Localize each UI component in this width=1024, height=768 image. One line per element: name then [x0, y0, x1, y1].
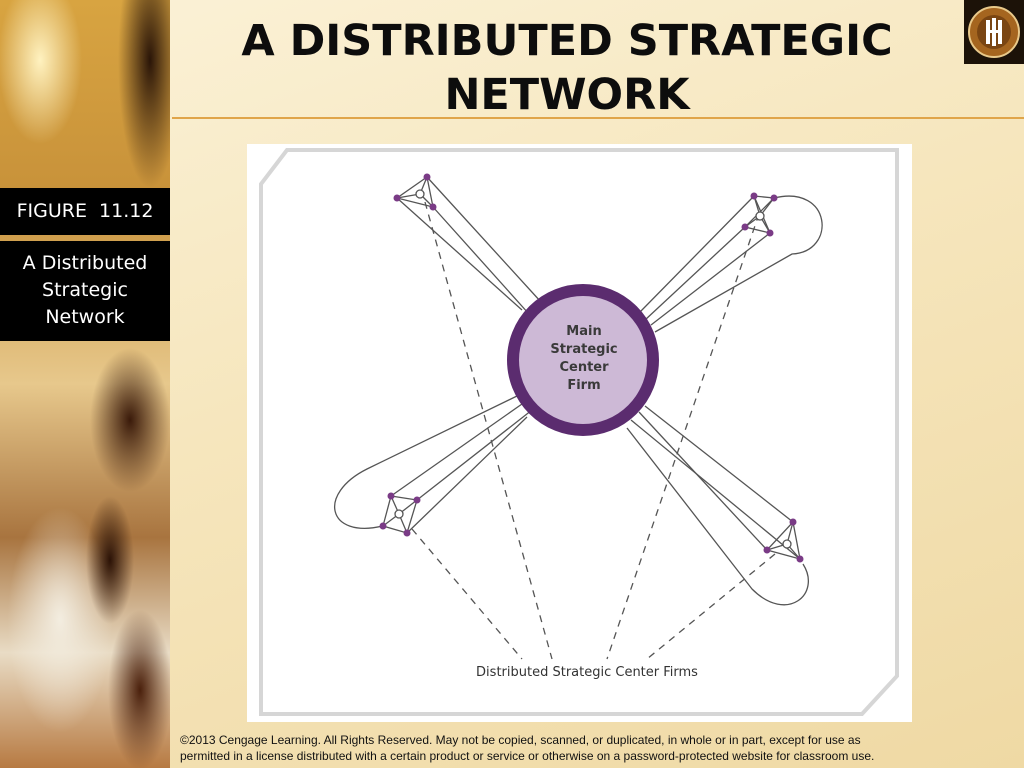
network-arm-bottom-right [626, 405, 809, 606]
network-arm-top-right [639, 195, 823, 333]
node [387, 492, 395, 500]
node [423, 173, 431, 181]
node [429, 203, 437, 211]
main-strategic-center-firm [507, 284, 659, 436]
node [766, 229, 774, 237]
network-arm-bottom-left [334, 395, 533, 534]
caption-line: Strategic [42, 279, 128, 301]
figure-number-label: FIGURE 11.12 [0, 188, 170, 235]
distributed-firms-label: Distributed Strategic Center Firms [476, 665, 698, 680]
node [379, 522, 387, 530]
network-diagram-figure: Main Strategic Center Firm Distributed S… [247, 144, 912, 722]
node [750, 192, 758, 200]
network-arm-top-left [395, 175, 542, 315]
publisher-logo [964, 0, 1024, 64]
figure-caption: A Distributed Strategic Network [0, 241, 170, 341]
node [741, 223, 749, 231]
decorative-side-panel [0, 0, 170, 768]
copyright-line: ©2013 Cengage Learning. All Rights Reser… [180, 733, 861, 747]
node [789, 518, 797, 526]
partner-nodes [379, 173, 804, 563]
node [403, 529, 411, 537]
center-firm-label: Strategic [550, 342, 617, 357]
node [770, 194, 778, 202]
node [413, 496, 421, 504]
network-diagram: Main Strategic Center Firm Distributed S… [259, 148, 899, 716]
center-firm-label: Center [559, 360, 609, 375]
node [393, 194, 401, 202]
caption-line: A Distributed [22, 252, 148, 274]
diagram-frame [259, 148, 899, 716]
center-firm-label: Firm [567, 378, 600, 393]
slide-title: A DISTRIBUTED STRATEGIC NETWORK [241, 16, 893, 120]
copyright-line: permitted in a license distributed with … [180, 749, 875, 763]
center-firm-label: Main [566, 324, 601, 339]
caption-line: Network [45, 306, 125, 328]
copyright-notice: ©2013 Cengage Learning. All Rights Reser… [180, 732, 1020, 764]
node [796, 555, 804, 563]
node [763, 546, 771, 554]
title-divider [172, 117, 1024, 119]
